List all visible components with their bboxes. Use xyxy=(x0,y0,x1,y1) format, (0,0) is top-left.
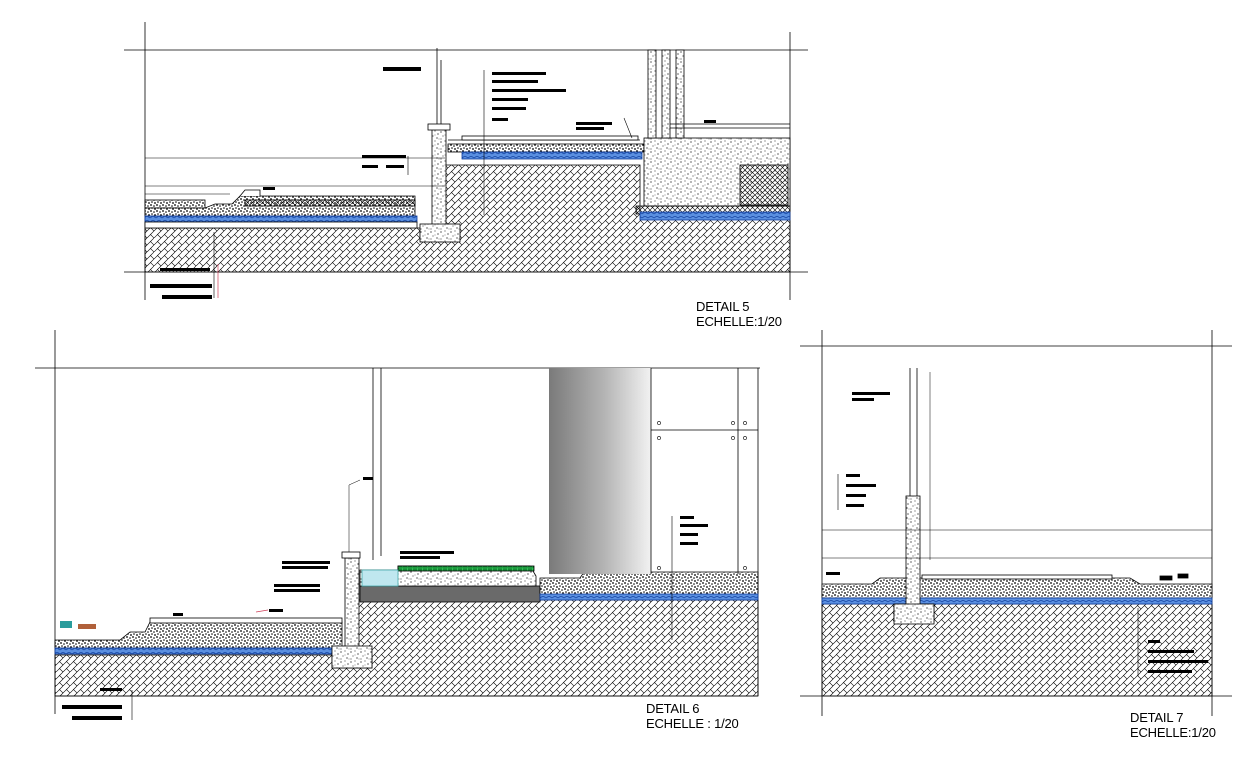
detail-5-title: DETAIL 5 xyxy=(696,299,750,314)
detail-7-drawing xyxy=(800,330,1232,716)
detail-5-scale: ECHELLE:1/20 xyxy=(696,314,782,329)
detail-7-scale: ECHELLE:1/20 xyxy=(1130,725,1216,740)
detail-7-title: DETAIL 7 xyxy=(1130,710,1184,725)
detail-6-caption: DETAIL 6 ECHELLE : 1/20 xyxy=(646,701,739,731)
detail-7-caption: DETAIL 7 ECHELLE:1/20 xyxy=(1130,710,1216,740)
detail-6-title: DETAIL 6 xyxy=(646,701,700,716)
detail-5-drawing xyxy=(124,22,808,300)
detail-6-scale: ECHELLE : 1/20 xyxy=(646,716,739,731)
detail-5-caption: DETAIL 5 ECHELLE:1/20 xyxy=(696,299,782,329)
detail-6-drawing xyxy=(35,330,760,720)
